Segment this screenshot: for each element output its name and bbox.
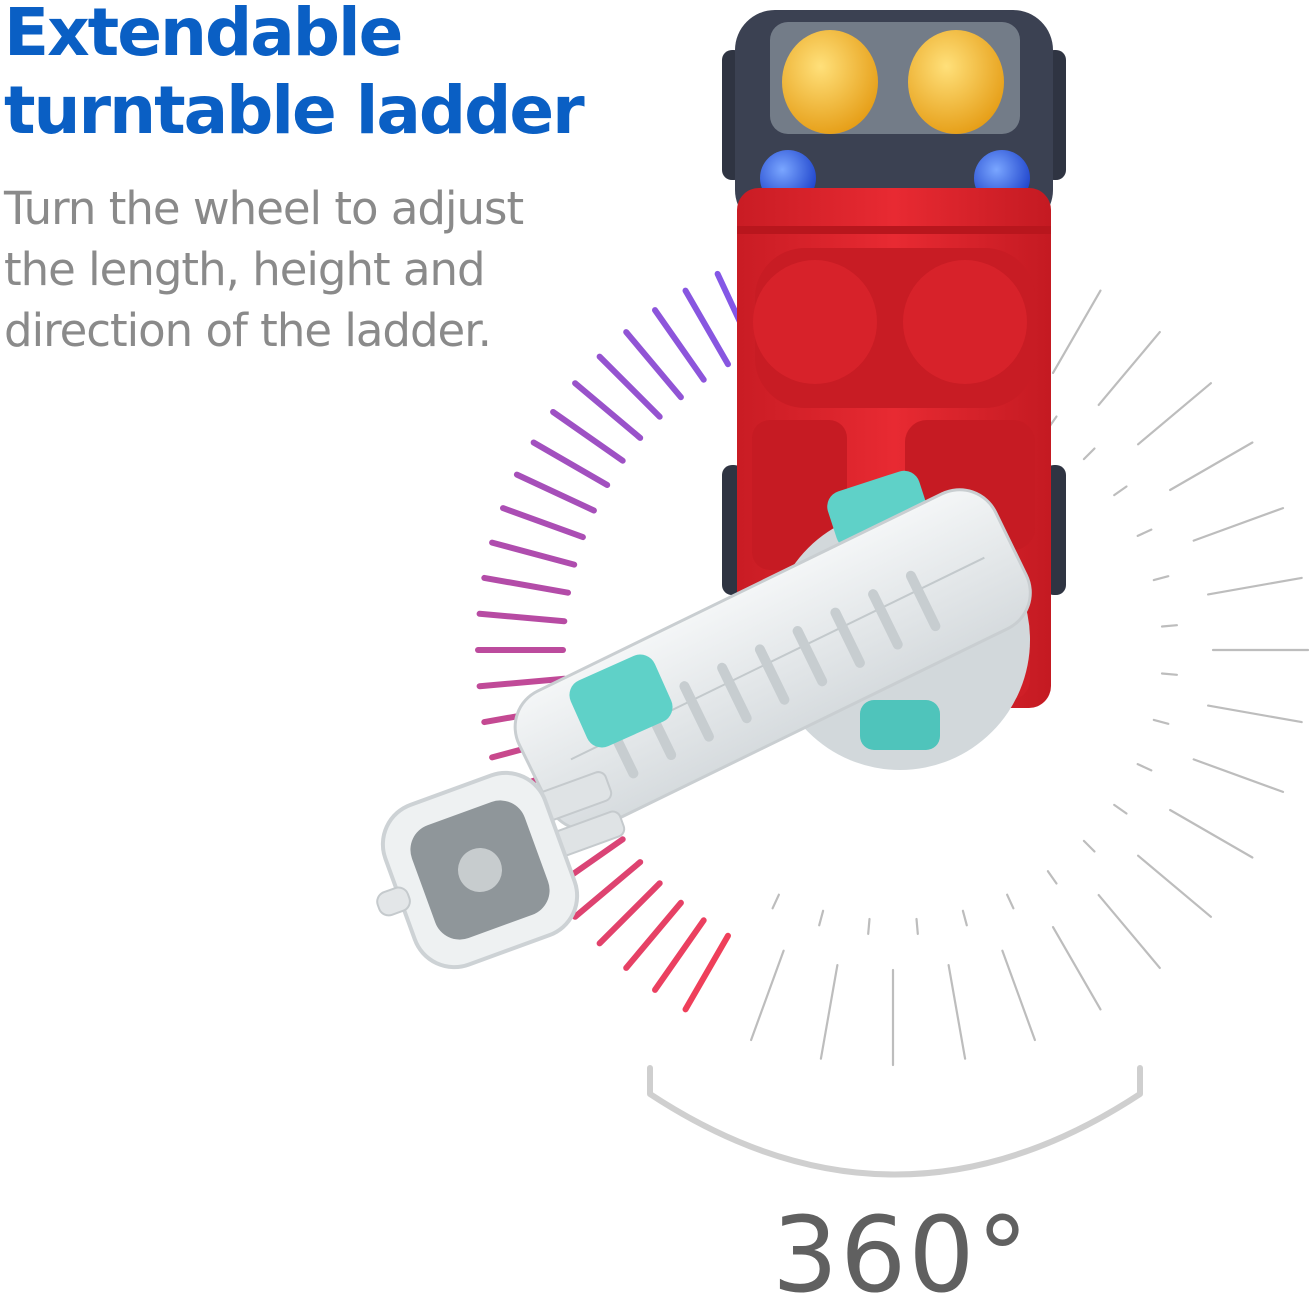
rotation-tick [1082,447,1096,461]
rotation-tick [1152,718,1170,725]
rotation-tick [1136,762,1153,772]
rotation-tick [572,859,644,920]
headline-line-2: turntable ladder [4,72,585,149]
rotation-tick [530,439,611,488]
rotation-tick [596,880,663,947]
description-line-1: Turn the wheel to adjust [4,182,524,235]
rotation-tick [1097,893,1161,970]
rotation-tick [1136,382,1213,446]
rotation-tick [961,909,968,927]
rotation-tick [1160,672,1179,676]
rotation-tick [572,380,644,441]
rotation-tick [682,287,731,368]
rotation-tick [500,505,586,541]
rotation-tick [1113,803,1128,815]
rotation-tick [1005,893,1015,910]
rotation-tick [1206,576,1303,596]
headline-line-1: Extendable [4,0,403,71]
rotation-tick [1160,624,1179,628]
ladder-rung [679,681,714,742]
ladder-rung [868,589,903,650]
figure-head-left [782,30,878,134]
rotation-tick [867,917,871,936]
rotation-tick [1113,485,1128,497]
figure-head-right [908,30,1004,134]
rotation-tick [476,610,568,625]
ladder-rung [754,644,790,705]
rotation-tick [1046,870,1058,885]
rotation-tick [1136,528,1153,538]
side-knob [569,654,673,748]
rotation-tick [682,932,731,1013]
rotation-tick [489,539,578,568]
rotation-tick [749,949,785,1042]
rotation-tick [1097,331,1161,406]
rotation-tick [623,899,684,971]
rotation-degree-label: 360° [772,1194,1031,1316]
rotation-tick [1192,507,1285,542]
rotation-tick [596,353,663,420]
ladder-rung [792,626,828,687]
rotation-tick [1192,758,1285,794]
headline: Extendable turntable ladder [4,0,585,150]
ladder-rung [717,662,752,724]
rotation-tick [1136,854,1213,918]
rotation-tick [819,963,839,1060]
rotation-tick [1206,704,1303,724]
rotation-tick [513,471,597,514]
rotation-tick [1051,289,1102,374]
rotation-tick [476,675,568,690]
rotation-tick [947,963,967,1060]
rotation-tick [1082,839,1096,853]
rotation-tick [915,917,919,936]
arc-arrow-icon [647,1065,1143,1178]
rotation-tick [818,909,825,927]
rotation-tick [652,917,707,993]
rotation-tick [1152,575,1170,582]
rotation-tick [1168,808,1254,859]
rotation-tick [550,409,626,464]
rotation-tick [623,329,684,401]
rotation-tick [1001,949,1037,1042]
ladder-rungs [603,570,941,779]
rotation-tick [1051,925,1102,1011]
description-line-3: direction of the ladder. [4,304,492,357]
rotation-tick [652,307,707,383]
rotation-tick [1168,441,1254,492]
turntable-ladder [376,470,1032,970]
ladder-rung [905,570,941,632]
rotation-tick [481,574,571,596]
ladder-rung [830,607,865,668]
description: Turn the wheel to adjust the length, hei… [4,178,524,361]
description-line-2: the length, height and [4,243,486,296]
rotation-tick [771,893,781,910]
